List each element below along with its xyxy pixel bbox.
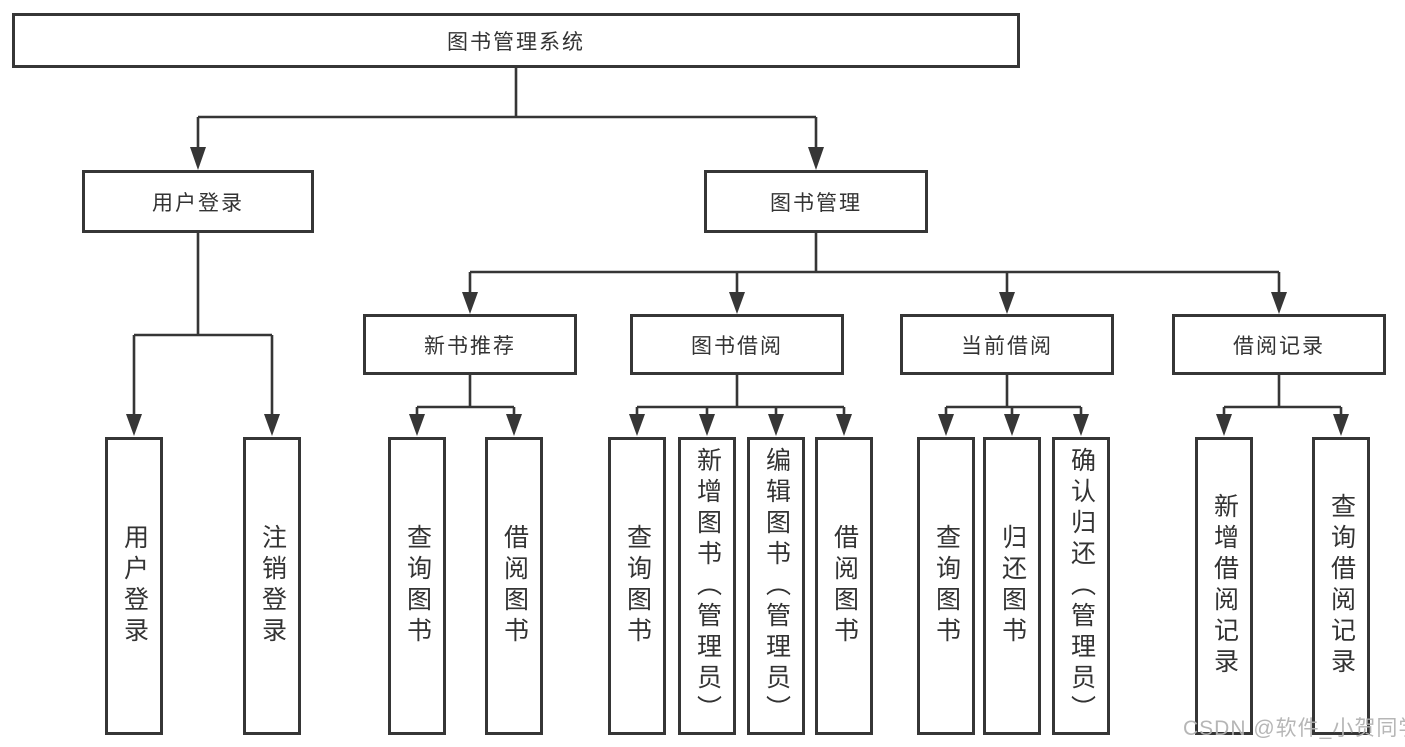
leaf-user-login: 用户登录 <box>105 437 163 735</box>
leaf-cb-return-books-label: 归还图书 <box>998 524 1027 648</box>
node-current-borrowing: 当前借阅 <box>900 314 1114 375</box>
node-user-login: 用户登录 <box>82 170 314 233</box>
leaf-user-login-label: 用户登录 <box>120 524 149 648</box>
node-new-book-recommend: 新书推荐 <box>363 314 577 375</box>
leaf-br-query-record: 查询借阅记录 <box>1312 437 1370 735</box>
node-book-management-label: 图书管理 <box>770 191 862 215</box>
node-book-borrowing-label: 图书借阅 <box>691 334 783 358</box>
leaf-bb-query-books: 查询图书 <box>608 437 666 735</box>
node-book-management: 图书管理 <box>704 170 928 233</box>
node-current-borrowing-label: 当前借阅 <box>961 334 1053 358</box>
tree-edges <box>132 68 1343 418</box>
node-root: 图书管理系统 <box>12 13 1020 68</box>
leaf-cb-confirm-return-label: 确认归还（管理员） <box>1067 446 1096 726</box>
node-user-login-label: 用户登录 <box>152 191 244 215</box>
leaf-logout-login: 注销登录 <box>243 437 301 735</box>
node-root-label: 图书管理系统 <box>447 30 585 54</box>
leaf-nbr-borrow-books-label: 借阅图书 <box>500 524 529 648</box>
leaf-br-query-record-label: 查询借阅记录 <box>1327 493 1356 679</box>
node-borrowing-records-label: 借阅记录 <box>1233 334 1325 358</box>
leaf-logout-login-label: 注销登录 <box>258 524 287 648</box>
node-borrowing-records: 借阅记录 <box>1172 314 1386 375</box>
leaf-bb-edit-books-label: 编辑图书（管理员） <box>762 446 791 726</box>
leaf-bb-borrow-books: 借阅图书 <box>815 437 873 735</box>
leaf-cb-query-books: 查询图书 <box>917 437 975 735</box>
leaf-bb-add-books: 新增图书（管理员） <box>678 437 736 735</box>
node-book-borrowing: 图书借阅 <box>630 314 844 375</box>
leaf-bb-borrow-books-label: 借阅图书 <box>830 524 859 648</box>
leaf-bb-query-books-label: 查询图书 <box>623 524 652 648</box>
leaf-nbr-query-books: 查询图书 <box>388 437 446 735</box>
leaf-cb-confirm-return: 确认归还（管理员） <box>1052 437 1110 735</box>
leaf-bb-add-books-label: 新增图书（管理员） <box>693 446 722 726</box>
leaf-nbr-borrow-books: 借阅图书 <box>485 437 543 735</box>
leaf-cb-return-books: 归还图书 <box>983 437 1041 735</box>
leaf-bb-edit-books: 编辑图书（管理员） <box>747 437 805 735</box>
node-new-book-recommend-label: 新书推荐 <box>424 334 516 358</box>
leaf-br-add-record-label: 新增借阅记录 <box>1210 493 1239 679</box>
leaf-cb-query-books-label: 查询图书 <box>932 524 961 648</box>
leaf-nbr-query-books-label: 查询图书 <box>403 524 432 648</box>
leaf-br-add-record: 新增借阅记录 <box>1195 437 1253 735</box>
